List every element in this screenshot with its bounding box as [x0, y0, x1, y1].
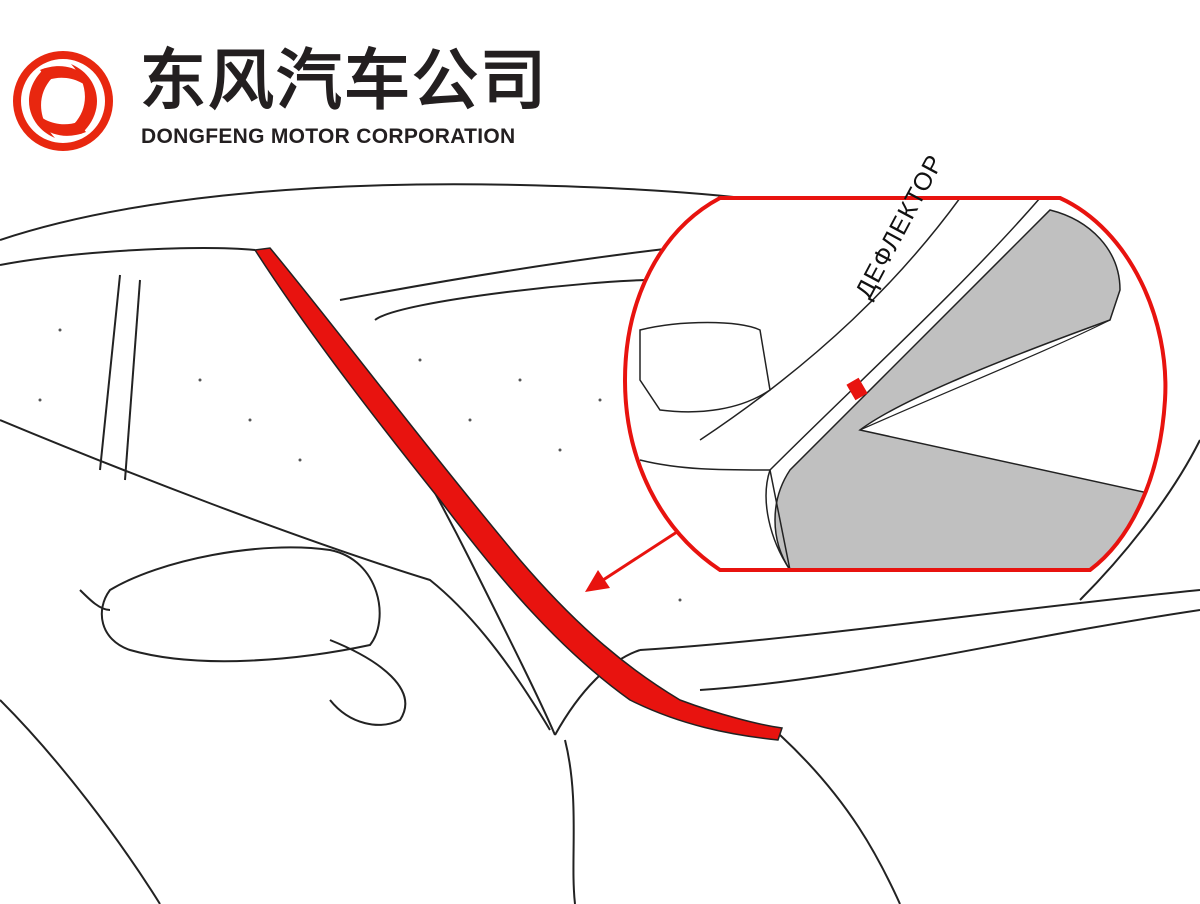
- car-body-lines: [0, 183, 1200, 904]
- logo-name-cn: 东风汽车公司: [140, 42, 548, 119]
- a-pillar-deflector-highlight: [253, 247, 783, 741]
- deflector-shape: [774, 209, 1166, 570]
- logo-emblem: [13, 51, 113, 151]
- clip-fastener-icon: [846, 377, 868, 401]
- inset-detail: [622, 196, 1168, 572]
- logo-name-en: DONGFENG MOTOR CORPORATION: [141, 125, 516, 148]
- pointer-arrow: [585, 528, 681, 592]
